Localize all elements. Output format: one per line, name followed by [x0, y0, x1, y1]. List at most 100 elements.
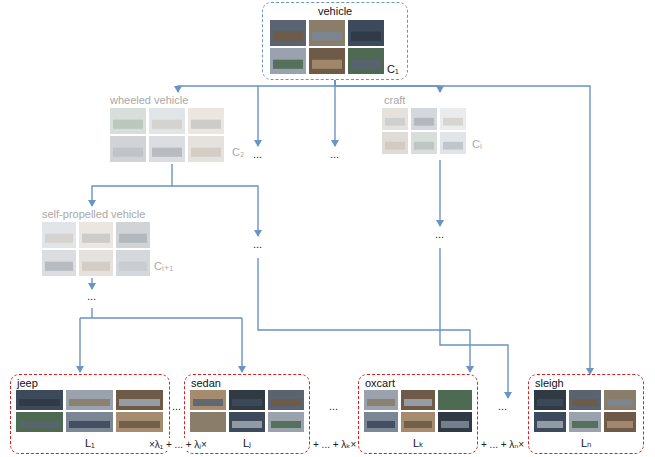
- category-name: sleigh: [535, 377, 564, 390]
- photo-thumbnail: [268, 390, 304, 410]
- photo-thumbnail: [229, 412, 265, 432]
- photo-thumbnail: [537, 421, 563, 428]
- photo-thumbnail: [364, 412, 398, 432]
- image-tiles: [16, 20, 636, 432]
- branch-line: [257, 86, 258, 146]
- branch-line: [440, 248, 508, 398]
- branch-line: [80, 308, 242, 318]
- photo-thumbnail: [79, 250, 113, 276]
- photo-thumbnail: [604, 390, 636, 410]
- ellipsis: ...: [330, 148, 339, 161]
- photo-thumbnail: [348, 48, 384, 74]
- photo-thumbnail: [69, 421, 110, 428]
- photo-thumbnail: [364, 390, 398, 410]
- photo-thumbnail: [443, 142, 463, 150]
- category-name: self-propelled vehicle: [42, 208, 145, 221]
- photo-thumbnail: [534, 390, 566, 410]
- photo-thumbnail: [385, 118, 405, 126]
- photo-thumbnail: [268, 412, 304, 432]
- photo-thumbnail: [569, 390, 601, 410]
- photo-thumbnail: [438, 412, 472, 432]
- photo-thumbnail: [382, 108, 408, 130]
- category-name: jeep: [17, 377, 38, 390]
- photo-thumbnail: [441, 399, 469, 406]
- photo-thumbnail: [271, 399, 301, 406]
- photo-thumbnail: [82, 234, 110, 243]
- photo-thumbnail: [414, 142, 434, 150]
- photo-thumbnail: [193, 399, 223, 406]
- category-symbol: Lₙ: [581, 437, 592, 450]
- photo-thumbnail: [404, 399, 432, 406]
- photo-thumbnail: [191, 148, 221, 157]
- photo-thumbnail: [16, 412, 63, 432]
- photo-thumbnail: [443, 118, 463, 126]
- photo-thumbnail: [190, 412, 226, 432]
- photo-thumbnail: [19, 421, 60, 428]
- category-name: sedan: [191, 377, 221, 390]
- photo-thumbnail: [401, 390, 435, 410]
- photo-thumbnail: [191, 120, 221, 129]
- photo-thumbnail: [66, 412, 113, 432]
- photo-thumbnail: [116, 250, 150, 276]
- photo-thumbnail: [273, 32, 303, 41]
- photo-thumbnail: [149, 136, 185, 162]
- branch-line: [79, 318, 80, 372]
- category-symbol: Cᵢ: [472, 138, 482, 151]
- photo-thumbnail: [309, 48, 345, 74]
- ellipsis: ...: [435, 228, 444, 241]
- photo-thumbnail: [312, 60, 342, 69]
- photo-thumbnail: [45, 234, 73, 243]
- photo-thumbnail: [119, 421, 160, 428]
- photo-thumbnail: [312, 32, 342, 41]
- photo-thumbnail: [190, 390, 226, 410]
- branch-line: [439, 160, 440, 226]
- leaf-category-box: sleighLₙ: [528, 374, 644, 454]
- category-symbol: C₁: [387, 63, 399, 76]
- category-symbol: Lₖ: [413, 437, 424, 450]
- category-name: vehicle: [318, 5, 352, 18]
- photo-thumbnail: [604, 412, 636, 432]
- photo-thumbnail: [82, 262, 110, 271]
- photo-thumbnail: [79, 222, 113, 248]
- ellipsis: ...: [253, 238, 262, 251]
- photo-thumbnail: [534, 412, 566, 432]
- photo-thumbnail: [411, 108, 437, 130]
- category-symbol: Cᵢ₊₁: [154, 260, 173, 273]
- weight-formula: + ... + λₙ×: [479, 438, 526, 451]
- photo-thumbnail: [119, 262, 147, 271]
- ellipsis: ...: [329, 400, 338, 413]
- photo-thumbnail: [441, 421, 469, 428]
- branch-line: [334, 86, 335, 146]
- photo-thumbnail: [119, 234, 147, 243]
- photo-thumbnail: [401, 412, 435, 432]
- photo-thumbnail: [110, 108, 146, 134]
- photo-thumbnail: [188, 136, 224, 162]
- leaf-category-box: jeepL₁: [10, 374, 170, 454]
- category-symbol: L₁: [85, 437, 95, 450]
- category-box: wheeled vehicleC₂: [108, 92, 248, 164]
- hierarchy-arrow: [178, 80, 335, 92]
- root-category-box: vehicleC₁: [262, 2, 408, 80]
- weight-formula: ×λ₁ + ... + λⱼ×: [147, 438, 209, 451]
- photo-thumbnail: [232, 399, 262, 406]
- photo-thumbnail: [188, 108, 224, 134]
- photo-thumbnail: [113, 148, 143, 157]
- photo-thumbnail: [110, 136, 146, 162]
- category-name: craft: [384, 94, 405, 107]
- photo-thumbnail: [116, 412, 163, 432]
- photo-thumbnail: [414, 118, 434, 126]
- photo-thumbnail: [42, 222, 76, 248]
- photo-thumbnail: [66, 390, 113, 410]
- branch-line: [241, 318, 242, 372]
- photo-thumbnail: [572, 399, 598, 406]
- photo-thumbnail: [19, 399, 60, 406]
- category-box: self-propelled vehicleCᵢ₊₁: [40, 206, 180, 278]
- ellipsis: ...: [87, 290, 96, 303]
- photo-thumbnail: [309, 20, 345, 46]
- photo-thumbnail: [367, 399, 395, 406]
- photo-thumbnail: [367, 421, 395, 428]
- photo-thumbnail: [42, 250, 76, 276]
- photo-thumbnail: [119, 399, 160, 406]
- photo-thumbnail: [229, 390, 265, 410]
- category-name: wheeled vehicle: [110, 94, 188, 107]
